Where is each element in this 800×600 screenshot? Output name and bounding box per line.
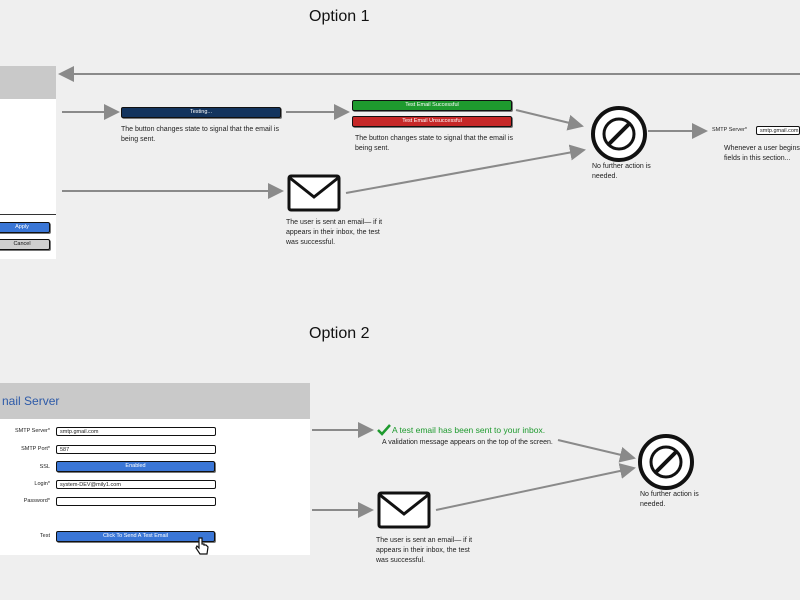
smtp-server-label: SMTP Server* xyxy=(14,428,50,434)
ssl-label: SSL xyxy=(39,464,50,470)
login-label: Login* xyxy=(34,481,50,487)
cancel-button[interactable]: Cancel xyxy=(0,239,50,250)
success-button[interactable]: Test Email Successful xyxy=(352,100,512,111)
email-note: The user is sent an email— if it appears… xyxy=(286,219,383,246)
success-message: A test email has been sent to your inbox… xyxy=(392,425,546,435)
arrow2-envelope-to-no-action xyxy=(435,463,636,511)
checkmark-icon xyxy=(377,424,391,436)
smtp-port-label: SMTP Port* xyxy=(21,446,50,452)
hand-pointer-icon xyxy=(195,537,209,555)
arrow-envelope-to-no-action xyxy=(345,144,586,194)
no-action-note-2: No further action is needed. xyxy=(640,491,699,508)
send-test-email-button[interactable]: Click To Send A Test Email xyxy=(56,531,215,542)
envelope-icon xyxy=(287,174,341,212)
option2-panel-title: nail Server xyxy=(2,394,60,408)
no-action-note: No further action is needed. xyxy=(592,163,651,180)
success-note: A validation message appears on the top … xyxy=(382,439,553,446)
password-input[interactable] xyxy=(56,497,216,506)
testing-note: The button changes state to signal that … xyxy=(121,126,279,143)
apply-button[interactable]: Apply xyxy=(0,222,50,233)
smtp-input[interactable]: smtp.gmail.com xyxy=(756,126,800,135)
no-entry-icon xyxy=(638,434,694,490)
option1-heading: Option 1 xyxy=(309,8,370,25)
section-note: Whenever a user begins fields in this se… xyxy=(724,145,800,162)
smtp-server-input[interactable]: smtp.gmail.com xyxy=(56,427,216,436)
option2-heading: Option 2 xyxy=(309,325,370,342)
test-label: Test xyxy=(39,533,50,539)
no-entry-icon xyxy=(591,106,647,162)
arrow-to-no-action xyxy=(515,109,584,131)
smtp-port-input[interactable]: 587 xyxy=(56,445,216,454)
option1-panel-divider xyxy=(0,214,56,215)
ssl-toggle[interactable]: Enabled xyxy=(56,461,215,472)
option1-panel-header xyxy=(0,66,56,99)
email-note-2: The user is sent an email— if it appears… xyxy=(376,537,473,564)
fail-button[interactable]: Test Email Unsuccessful xyxy=(352,116,512,127)
smtp-label: SMTP Server* xyxy=(712,127,748,133)
result-note: The button changes state to signal that … xyxy=(355,135,513,152)
arrow2-to-no-action xyxy=(557,439,636,463)
login-input[interactable]: system-DEV@mily1.com xyxy=(56,480,216,489)
option2-panel-header xyxy=(0,383,310,419)
option1-panel-body xyxy=(0,99,56,259)
testing-button[interactable]: Testing... xyxy=(121,107,281,118)
password-label: Password* xyxy=(23,498,50,504)
envelope-icon xyxy=(377,491,431,529)
